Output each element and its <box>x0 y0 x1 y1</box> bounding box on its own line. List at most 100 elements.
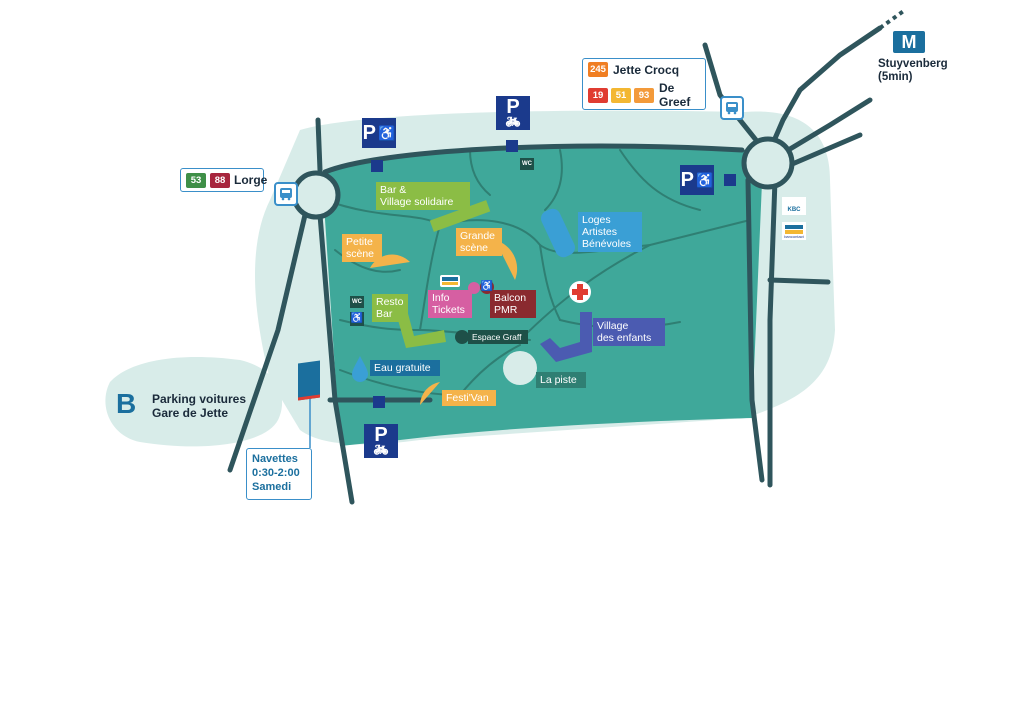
label-espace-graff: Espace Graff <box>468 330 528 344</box>
bicycle-icon: 🚲︎ <box>373 443 389 457</box>
parking-bike-south: P🚲︎ <box>364 424 398 458</box>
parking-voitures-line-2: Gare de Jette <box>152 406 229 420</box>
wc-icon-left: WC <box>350 296 364 308</box>
stop-name-de-greef: De Greef <box>659 81 691 109</box>
label-petite-scene: Petite scène <box>342 234 382 262</box>
village-enfants-shape <box>540 312 592 362</box>
petite-line-2: scène <box>346 248 375 260</box>
navettes-line-2: 0:30-2:00 <box>252 467 300 479</box>
village-line-2: des enfants <box>597 332 652 344</box>
parking-letter: P <box>374 424 388 446</box>
metro-time: (5min) <box>878 71 913 83</box>
info-line-1: Info <box>432 292 450 304</box>
wheelchair-icon-balcon: ♿ <box>480 280 494 294</box>
label-bar-village: Bar & Village solidaire <box>376 182 470 210</box>
loges-line-1: Loges <box>582 214 611 226</box>
stop-name-lorge: Lorge <box>234 173 268 187</box>
parking-letter: P <box>362 121 376 144</box>
wheelchair-icon: ♿ <box>695 171 714 188</box>
label-eau-gratuite: Eau gratuite <box>370 360 440 376</box>
metro-station: Stuyvenberg <box>878 58 948 70</box>
loges-line-2: Artistes <box>582 226 618 238</box>
bancontact-text: bancontact <box>784 234 804 239</box>
loges-line-3: Bénévoles <box>582 238 632 250</box>
petite-line-1: Petite <box>346 236 373 248</box>
parking-pmr-north: P♿ <box>362 118 396 148</box>
bicycle-icon: 🚲︎ <box>505 115 521 129</box>
grande-line-2: scène <box>460 242 489 254</box>
line-53: 53 <box>186 172 206 188</box>
parking-pmr-east: P♿ <box>680 165 714 195</box>
wc-left-text: WC <box>352 299 362 305</box>
label-la-piste: La piste <box>536 372 586 388</box>
info-line-2: Tickets <box>432 304 465 316</box>
parking-area <box>105 356 283 447</box>
bar-shape <box>429 200 491 232</box>
first-aid-cross-h <box>572 289 588 295</box>
bus-stop-lorge: 53 88 Lorge <box>180 168 268 192</box>
village-line-1: Village <box>597 320 629 332</box>
kbc-text: KBC <box>787 207 801 213</box>
label-grande-scene: Grande scène <box>456 228 502 256</box>
balcon-line-1: Balcon <box>494 292 527 304</box>
line-19: 19 <box>588 87 608 103</box>
resto-line-1: Resto <box>376 296 404 308</box>
line-245: 245 <box>588 62 608 77</box>
stop-name-jette-crocq: Jette Crocq <box>613 62 680 77</box>
espace-graff-dot <box>455 330 469 344</box>
graff-text: Espace Graff <box>472 332 522 342</box>
wc-icon-top: WC <box>520 158 534 170</box>
navettes-box: Navettes 0:30-2:00 Samedi <box>246 448 312 500</box>
metro-icon: M <box>893 31 925 53</box>
water-drop-icon <box>352 356 368 382</box>
label-balcon-pmr: Balcon PMR <box>490 290 536 318</box>
parking-marker-4 <box>373 396 385 408</box>
roundabout-east <box>741 136 795 190</box>
loges-shape <box>541 208 575 258</box>
bar-line-2: Village solidaire <box>380 196 454 208</box>
line-51: 51 <box>611 87 631 103</box>
metro-label: Stuyvenberg (5min) <box>878 58 948 84</box>
navettes-line-3: Samedi <box>252 481 292 493</box>
parking-voitures-line-1: Parking voitures <box>152 392 247 406</box>
bus-icon-lorge <box>274 182 298 206</box>
line-row-de-greef: 19 51 93 De Greef <box>588 81 700 109</box>
parking-b-icon: B <box>116 390 136 418</box>
navette-bus-icon <box>298 360 320 401</box>
label-resto-bar: Resto Bar <box>372 294 408 322</box>
label-festivan: Festi'Van <box>442 390 496 406</box>
parking-marker-3 <box>724 174 736 186</box>
parking-voitures-label: Parking voitures Gare de Jette <box>152 392 246 420</box>
wheelchair-icon-left: ♿ <box>350 312 364 326</box>
bancontact-logo: bancontact <box>782 222 806 240</box>
parking-bike-north: P🚲︎ <box>496 96 530 130</box>
bus-stop-greef: 245 Jette Crocq 19 51 93 De Greef <box>582 58 706 110</box>
line-88: 88 <box>210 172 230 188</box>
metro-letter: M <box>901 32 917 52</box>
balcon-line-2: PMR <box>494 304 518 316</box>
roads <box>227 25 883 505</box>
label-loges: Loges Artistes Bénévoles <box>578 212 642 252</box>
bus-icon-greef <box>720 96 744 120</box>
eau-text: Eau gratuite <box>374 362 431 374</box>
wc-top-text: WC <box>522 161 532 167</box>
line-row-jette-crocq: 245 Jette Crocq <box>588 62 679 77</box>
metro-line <box>878 8 907 30</box>
parking-letter: P <box>506 96 520 118</box>
piste-text: La piste <box>540 374 577 386</box>
parking-b-letter: B <box>116 388 137 419</box>
parking-marker-1 <box>371 160 383 172</box>
la-piste-shape <box>503 351 537 385</box>
bancontact-icon-small <box>440 275 460 287</box>
resto-line-2: Bar <box>376 308 393 320</box>
line-93: 93 <box>634 87 654 103</box>
grande-line-1: Grande <box>460 230 496 242</box>
festivan-shape <box>420 382 440 405</box>
navettes-line-1: Navettes <box>252 453 298 465</box>
roundabout-west <box>291 170 341 220</box>
label-info-tickets: Info Tickets <box>428 290 472 318</box>
parking-letter: P <box>680 168 694 191</box>
bar-line-1: Bar & <box>380 184 407 196</box>
festivan-text: Festi'Van <box>446 392 489 404</box>
kbc-logo: KBC <box>782 197 806 215</box>
